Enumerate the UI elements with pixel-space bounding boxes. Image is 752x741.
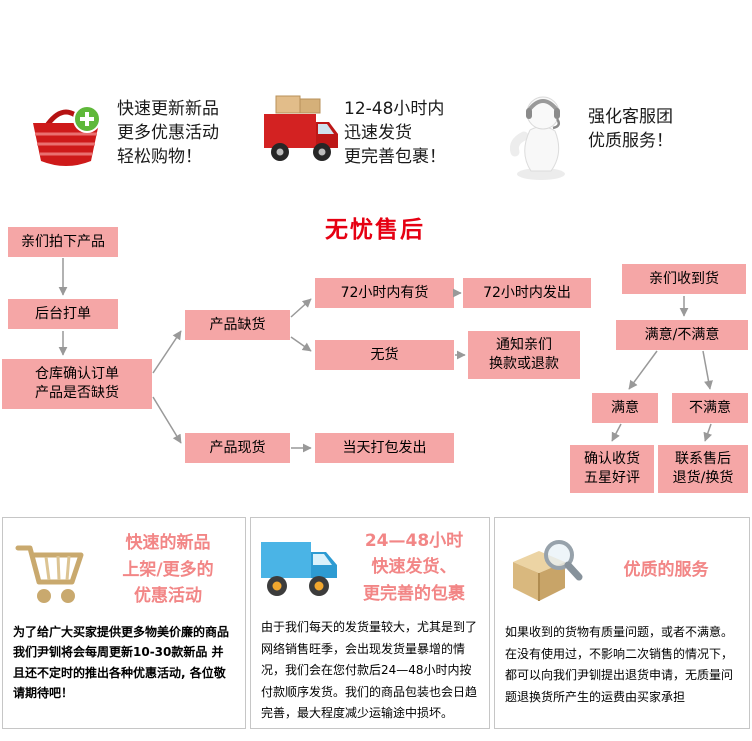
section-header: 优质的服务 <box>495 518 749 614</box>
flow-node-print-order: 后台打单 <box>8 299 118 329</box>
section-body: 由于我们每天的发货量较大，尤其是到了网络销售旺季，会出现发货量暴增的情况，我们会… <box>261 620 478 721</box>
feature-line: 迅速发货 <box>344 123 412 143</box>
flowchart-title: 无忧售后 <box>325 217 425 243</box>
section-title: 优质的服务 <box>623 559 709 580</box>
flow-node-satisfied-or-not: 满意/不满意 <box>616 320 748 350</box>
flow-node-same-day-ship: 当天打包发出 <box>315 433 454 463</box>
flow-node-no-stock: 无货 <box>315 340 454 370</box>
red-truck-icon <box>258 92 340 176</box>
feature-text-service: 强化客服团 优质服务！ <box>588 105 673 153</box>
box-search-icon <box>499 528 587 612</box>
feature-line: 更完善包裹！ <box>344 147 446 167</box>
flow-node-confirm-receipt: 确认收货 五星好评 <box>570 445 654 493</box>
feature-line: 12-48小时内 <box>344 99 445 119</box>
section-title: 快速的新品 上架/更多的 优惠活动 <box>122 533 214 607</box>
feature-text-new-items: 快速更新新品 更多优惠活动 轻松购物！ <box>117 97 219 169</box>
flow-node-stock-in-72h: 72小时内有货 <box>315 278 454 308</box>
section-header: 快速的新品 上架/更多的 优惠活动 <box>3 518 245 614</box>
flow-node-contact-service: 联系售后 退货/换货 <box>658 445 748 493</box>
feature-line: 优质服务！ <box>588 131 673 151</box>
section-body: 如果收到的货物有质量问题，或者不满意。在没有使用过，不影响二次销售的情况下，都可… <box>505 625 734 704</box>
flow-node-in-stock: 产品现货 <box>185 433 290 463</box>
blue-truck-icon <box>255 530 343 606</box>
section-body: 为了给广大买家提供更多物美价廉的商品我们尹钏将会每周更新10-30款新品 并且还… <box>13 625 230 701</box>
flow-node-satisfied: 满意 <box>592 393 658 423</box>
feature-line: 强化客服团 <box>588 107 673 127</box>
feature-text-fast-shipping: 12-48小时内 迅速发货 更完善包裹！ <box>344 97 446 169</box>
section-fast-shipping: 24—48小时 快速发货、 更完善的包裹 由于我们每天的发货量较大，尤其是到了网… <box>250 517 490 729</box>
flow-node-order-placed: 亲们拍下产品 <box>8 227 118 257</box>
section-header: 24—48小时 快速发货、 更完善的包裹 <box>251 518 489 609</box>
flow-node-ship-in-72h: 72小时内发出 <box>463 278 591 308</box>
flow-node-unsatisfied: 不满意 <box>672 393 748 423</box>
flow-node-out-of-stock: 产品缺货 <box>185 310 290 340</box>
feature-line: 轻松购物！ <box>117 147 202 167</box>
section-new-items: 快速的新品 上架/更多的 优惠活动 为了给广大买家提供更多物美价廉的商品我们尹钏… <box>2 517 246 729</box>
basket-icon <box>26 92 108 180</box>
feature-line: 快速更新新品 <box>117 99 219 119</box>
flow-node-notify-exchange: 通知亲们 换款或退款 <box>468 331 580 379</box>
feature-line: 更多优惠活动 <box>117 123 219 143</box>
flow-node-goods-received: 亲们收到货 <box>622 264 746 294</box>
section-quality-service: 优质的服务 如果收到的货物有质量问题，或者不满意。在没有使用过，不影响二次销售的… <box>494 517 750 729</box>
customer-service-icon <box>500 90 580 186</box>
section-title: 24—48小时 快速发货、 更完善的包裹 <box>363 531 465 604</box>
cart-icon <box>7 528 95 612</box>
flow-node-warehouse-check: 仓库确认订单 产品是否缺货 <box>2 359 152 409</box>
